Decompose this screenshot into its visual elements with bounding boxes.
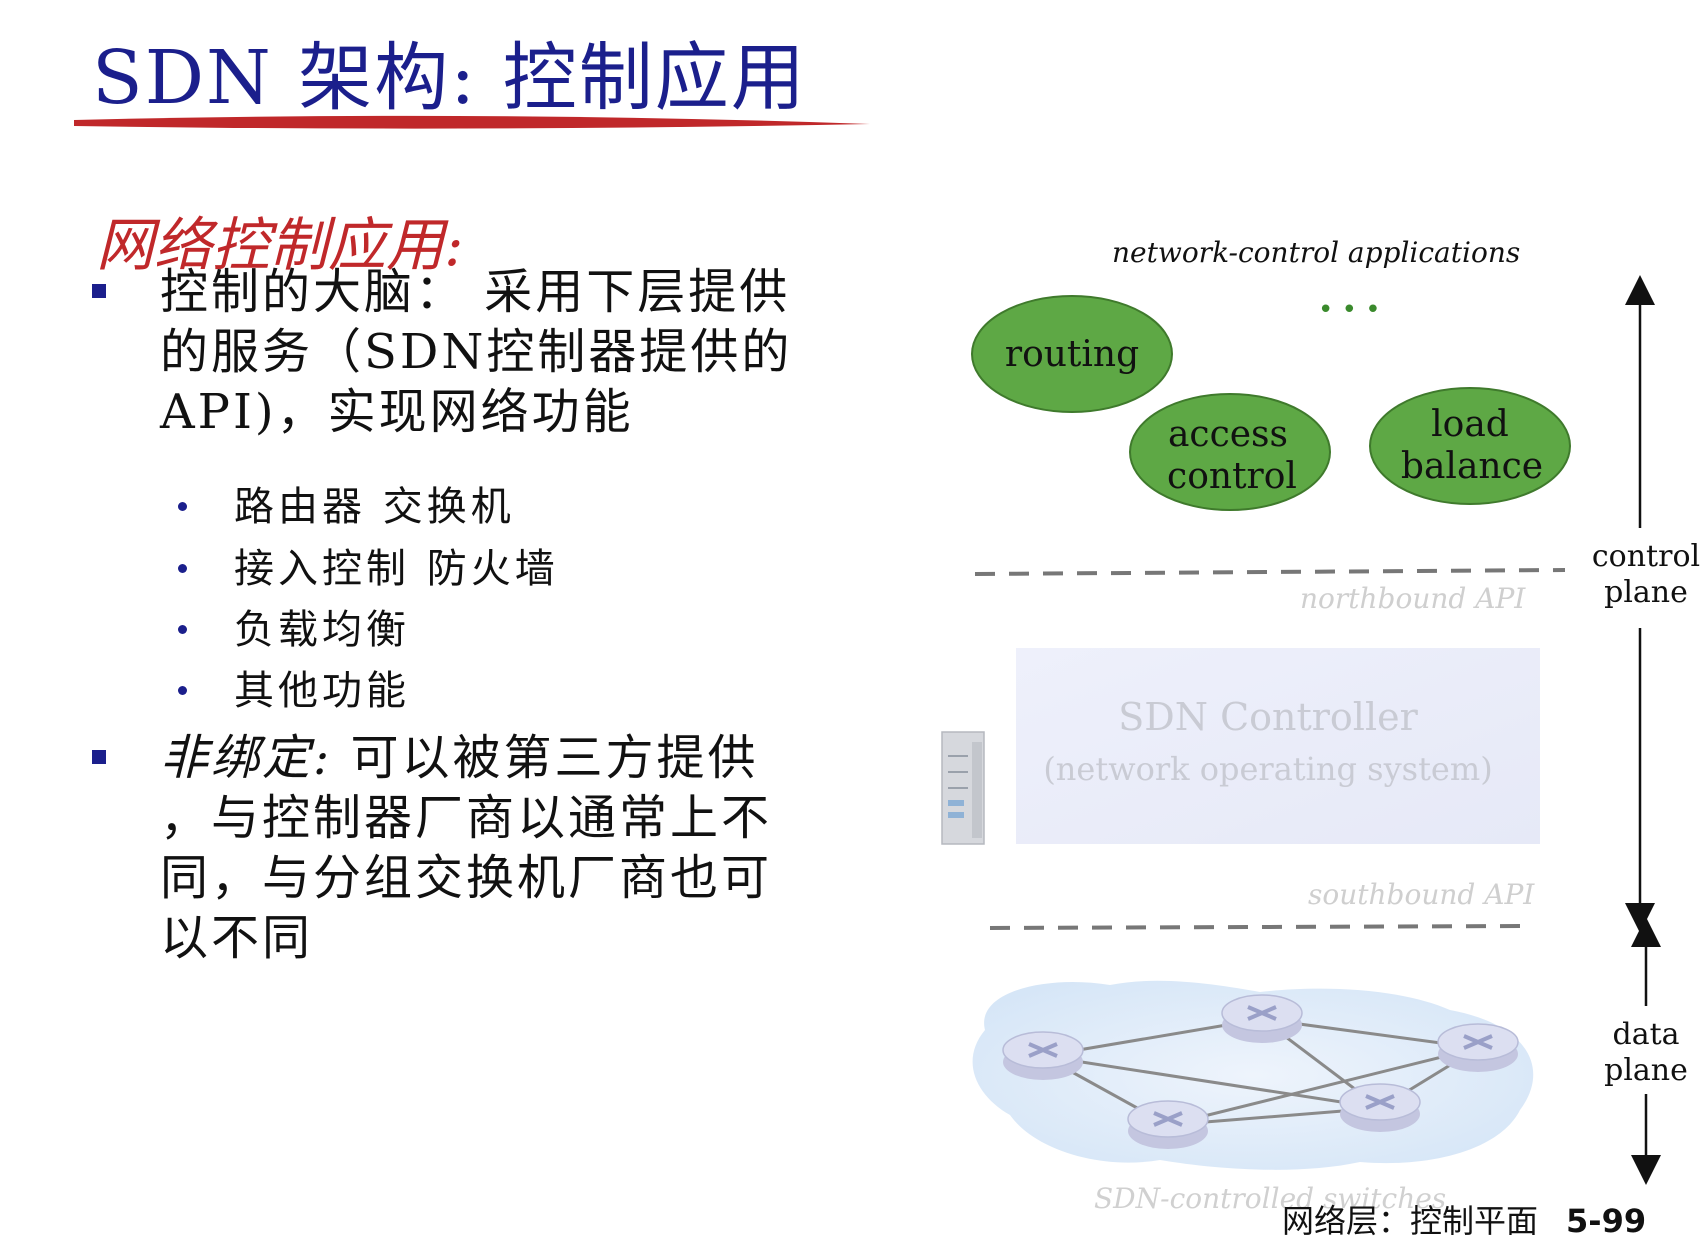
bullet-line-rest: 可以被第三方提供 [332, 730, 759, 786]
app-load-balance: load balance [1369, 387, 1571, 505]
router-icon [1221, 994, 1303, 1043]
sub-item-text: 其他功能 [234, 668, 410, 714]
controller-box [1016, 648, 1540, 844]
bullet-line: ，与控制器厂商以通常上不 [160, 790, 773, 846]
sub-item-text: 路由器 交换机 [234, 484, 515, 530]
northbound-dashed-line [974, 568, 1566, 576]
ellipsis-dots: • • • [1318, 295, 1381, 325]
data-plane-label-2: plane [1604, 1053, 1688, 1088]
bullet-line: API)，实现网络功能 [160, 384, 634, 440]
bullet-text: 非绑定: 可以被第三方提供 ，与控制器厂商以通常上不 同，与分组交换机厂商也可 … [160, 728, 892, 968]
title-underline [74, 115, 870, 129]
app-load-label-2: balance [1401, 446, 1543, 487]
sub-item-text: 接入控制 防火墙 [234, 546, 559, 592]
bullet-line: 非绑定: 可以被第三方提供 [160, 728, 892, 788]
router-icon [1127, 1100, 1209, 1149]
server-icon [941, 731, 985, 845]
bullet-line: 同，与分组交换机厂商也可 [160, 850, 773, 906]
bullet-line: 控制的大脑： 采用下层提供 [160, 264, 791, 320]
sub-item: 其他功能 [178, 666, 678, 716]
emphasis-text: 非绑定: [160, 730, 333, 786]
control-plane-label-2: plane [1604, 575, 1688, 610]
data-plane-label-1: data [1612, 1017, 1679, 1052]
round-bullet-icon [178, 625, 187, 634]
router-icon [1437, 1023, 1519, 1072]
control-plane-label-1: control [1592, 539, 1700, 574]
app-access-label-2: control [1167, 456, 1297, 497]
northbound-api-label: northbound API [1300, 582, 1526, 615]
southbound-dashed-line [989, 924, 1531, 930]
controller-title: SDN Controller [1118, 695, 1418, 739]
router-icon [1002, 1031, 1084, 1080]
footer-section: 网络层：控制平面 [1282, 1202, 1539, 1240]
page-number: 5-99 [1566, 1202, 1647, 1240]
section-heading: 网络控制应用: [96, 211, 464, 279]
sub-item-text: 负载均衡 [234, 607, 410, 653]
sub-item: 接入控制 防火墙 [178, 544, 678, 594]
round-bullet-icon [178, 564, 187, 573]
southbound-api-label: southbound API [1308, 878, 1535, 911]
app-routing-label: routing [1005, 334, 1139, 375]
square-bullet-icon [92, 284, 106, 298]
round-bullet-icon [178, 502, 187, 511]
square-bullet-icon [92, 750, 106, 764]
app-access-label-1: access [1168, 414, 1288, 455]
bullet-line: 的服务（SDN控制器提供的 [160, 324, 793, 380]
slide-footer: 网络层：控制平面 5-99 [1282, 1196, 1646, 1242]
round-bullet-icon [178, 686, 187, 695]
bullet-control-brain: 控制的大脑： 采用下层提供 的服务（SDN控制器提供的 API)，实现网络功能 [92, 262, 892, 442]
bullet-line: 以不同 [160, 910, 314, 966]
switches-label: SDN-controlled switches [1094, 1182, 1446, 1215]
applications-label: network-control applications [1112, 236, 1520, 269]
app-load-label-1: load [1431, 404, 1509, 445]
controller-subtitle: (network operating system) [1043, 750, 1492, 788]
slide-title: SDN 架构: 控制应用 [92, 35, 807, 121]
sub-item: 路由器 交换机 [178, 482, 678, 532]
bullet-text: 控制的大脑： 采用下层提供 的服务（SDN控制器提供的 API)，实现网络功能 [160, 262, 892, 442]
app-routing: routing [971, 295, 1173, 413]
bullet-unbundled: 非绑定: 可以被第三方提供 ，与控制器厂商以通常上不 同，与分组交换机厂商也可 … [92, 728, 892, 978]
router-icon [1339, 1083, 1421, 1132]
sub-item: 负载均衡 [178, 605, 678, 655]
app-access-control: access control [1129, 393, 1331, 511]
